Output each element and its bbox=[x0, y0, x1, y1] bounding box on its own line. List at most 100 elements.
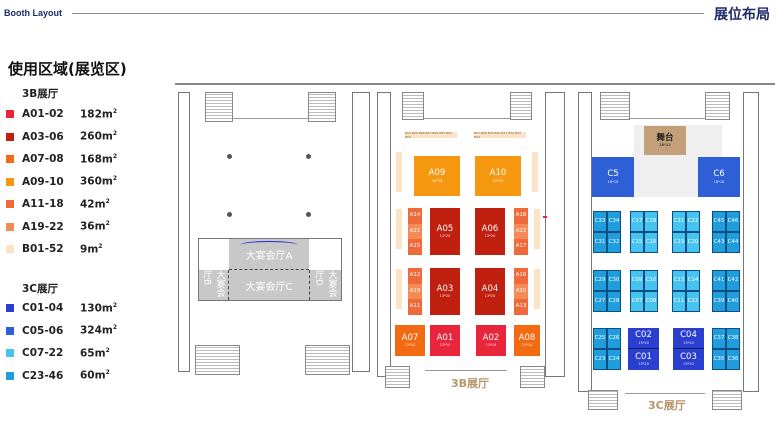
booth-c37[interactable]: C37 bbox=[712, 328, 726, 349]
booth-c26[interactable]: C26 bbox=[607, 328, 621, 349]
booth-c25[interactable]: C25 bbox=[593, 328, 607, 349]
booth-c32[interactable]: C32 bbox=[607, 232, 621, 253]
booth-c29[interactable]: C29 bbox=[593, 270, 607, 291]
booth-a13[interactable]: A13 bbox=[514, 299, 528, 315]
booth-a14[interactable]: A14 bbox=[408, 208, 422, 224]
booth-c14[interactable]: C14 bbox=[686, 270, 700, 291]
booth-label: C15 bbox=[631, 238, 643, 245]
booth-c31[interactable]: C31 bbox=[593, 232, 607, 253]
b-booth-column[interactable] bbox=[532, 152, 538, 192]
booth-c07[interactable]: C07 bbox=[630, 291, 644, 312]
booth-a21[interactable]: A21 bbox=[408, 224, 422, 239]
booth-c13[interactable]: C13 bbox=[672, 270, 686, 291]
b-booth-strip[interactable]: B10 B09 B08 B07 B06 B05 B04 B03 bbox=[405, 131, 457, 139]
b-booth-strip[interactable]: B27 B28 B29 B30 B31 B32 B33 B34 bbox=[474, 131, 526, 139]
booth-c19[interactable]: C19 bbox=[672, 232, 686, 253]
booth-c34[interactable]: C34 bbox=[607, 211, 621, 232]
booth-c23[interactable]: C23 bbox=[593, 349, 607, 370]
booth-c43[interactable]: C43 bbox=[712, 232, 726, 253]
booth-size: 13*10 bbox=[683, 362, 694, 366]
booth-a11[interactable]: A11 bbox=[408, 299, 422, 315]
booth-c41[interactable]: C41 bbox=[712, 270, 726, 291]
booth-c30[interactable]: C30 bbox=[607, 270, 621, 291]
booth-label: A05 bbox=[436, 223, 454, 234]
stairwell bbox=[195, 345, 240, 375]
booth-size: 18*18 bbox=[713, 179, 725, 184]
booth-c11[interactable]: C11 bbox=[672, 291, 686, 312]
right-wall-rooms bbox=[743, 92, 759, 392]
booth-c38[interactable]: C38 bbox=[726, 328, 740, 349]
booth-c45[interactable]: C45 bbox=[712, 211, 726, 232]
booth-c09[interactable]: C09 bbox=[630, 270, 644, 291]
booth-a20[interactable]: A20 bbox=[514, 284, 528, 299]
b-booth-column[interactable] bbox=[534, 209, 540, 249]
booth-c10[interactable]: C10 bbox=[644, 270, 658, 291]
legend-swatch bbox=[6, 132, 14, 141]
booth-c18[interactable]: C18 bbox=[644, 211, 658, 232]
hall-3b-label: 3B展厅 bbox=[451, 377, 490, 390]
booth-a18[interactable]: A18 bbox=[514, 208, 528, 224]
booth-c46[interactable]: C46 bbox=[726, 211, 740, 232]
booth-label: A06 bbox=[481, 223, 499, 234]
booth-c36[interactable]: C36 bbox=[726, 349, 740, 370]
booth-c35[interactable]: C35 bbox=[712, 349, 726, 370]
b-booth-column[interactable] bbox=[396, 209, 402, 249]
header-title-cn: 展位布局 bbox=[714, 7, 770, 23]
booth-a17[interactable]: A17 bbox=[514, 239, 528, 255]
stage-arc bbox=[240, 241, 298, 249]
booth-a19[interactable]: A19 bbox=[408, 284, 422, 299]
booth-label: C37 bbox=[713, 334, 725, 341]
booth-c28[interactable]: C28 bbox=[607, 291, 621, 312]
booth-c42[interactable]: C42 bbox=[726, 270, 740, 291]
booth-a15[interactable]: A15 bbox=[408, 239, 422, 255]
booth-c12[interactable]: C12 bbox=[686, 291, 700, 312]
pillar bbox=[227, 212, 232, 217]
booth-c44[interactable]: C44 bbox=[726, 232, 740, 253]
booth-c39[interactable]: C39 bbox=[712, 291, 726, 312]
booth-c15[interactable]: C15 bbox=[630, 232, 644, 253]
booth-c33[interactable]: C33 bbox=[593, 211, 607, 232]
booth-c16[interactable]: C16 bbox=[644, 232, 658, 253]
booth-c27[interactable]: C27 bbox=[593, 291, 607, 312]
booth-label: C02 bbox=[635, 330, 652, 340]
booth-c20[interactable]: C20 bbox=[686, 232, 700, 253]
b-booth-column[interactable] bbox=[534, 269, 540, 309]
booth-c21[interactable]: C21 bbox=[672, 211, 686, 232]
booth-a16[interactable]: A16 bbox=[514, 268, 528, 284]
booth-c22[interactable]: C22 bbox=[686, 211, 700, 232]
pillar bbox=[306, 212, 311, 217]
booth-size: 13*14 bbox=[439, 343, 451, 347]
booth-c24[interactable]: C24 bbox=[607, 349, 621, 370]
booth-a22[interactable]: A22 bbox=[514, 224, 528, 239]
booth-c40[interactable]: C40 bbox=[726, 291, 740, 312]
b-booth-column[interactable] bbox=[396, 152, 402, 192]
booth-label: A11 bbox=[409, 303, 421, 310]
booth-label: C22 bbox=[687, 217, 699, 224]
b-booth-column[interactable] bbox=[396, 269, 402, 309]
booth-c08[interactable]: C08 bbox=[644, 291, 658, 312]
booth-a12[interactable]: A12 bbox=[408, 268, 422, 284]
booth-label: C6 bbox=[713, 169, 725, 179]
banquet-hall-c: 大宴会厅C bbox=[229, 270, 309, 300]
legend-code: C07-22 bbox=[22, 347, 64, 359]
booth-c17[interactable]: C17 bbox=[630, 211, 644, 232]
booth-label: A14 bbox=[409, 212, 421, 219]
